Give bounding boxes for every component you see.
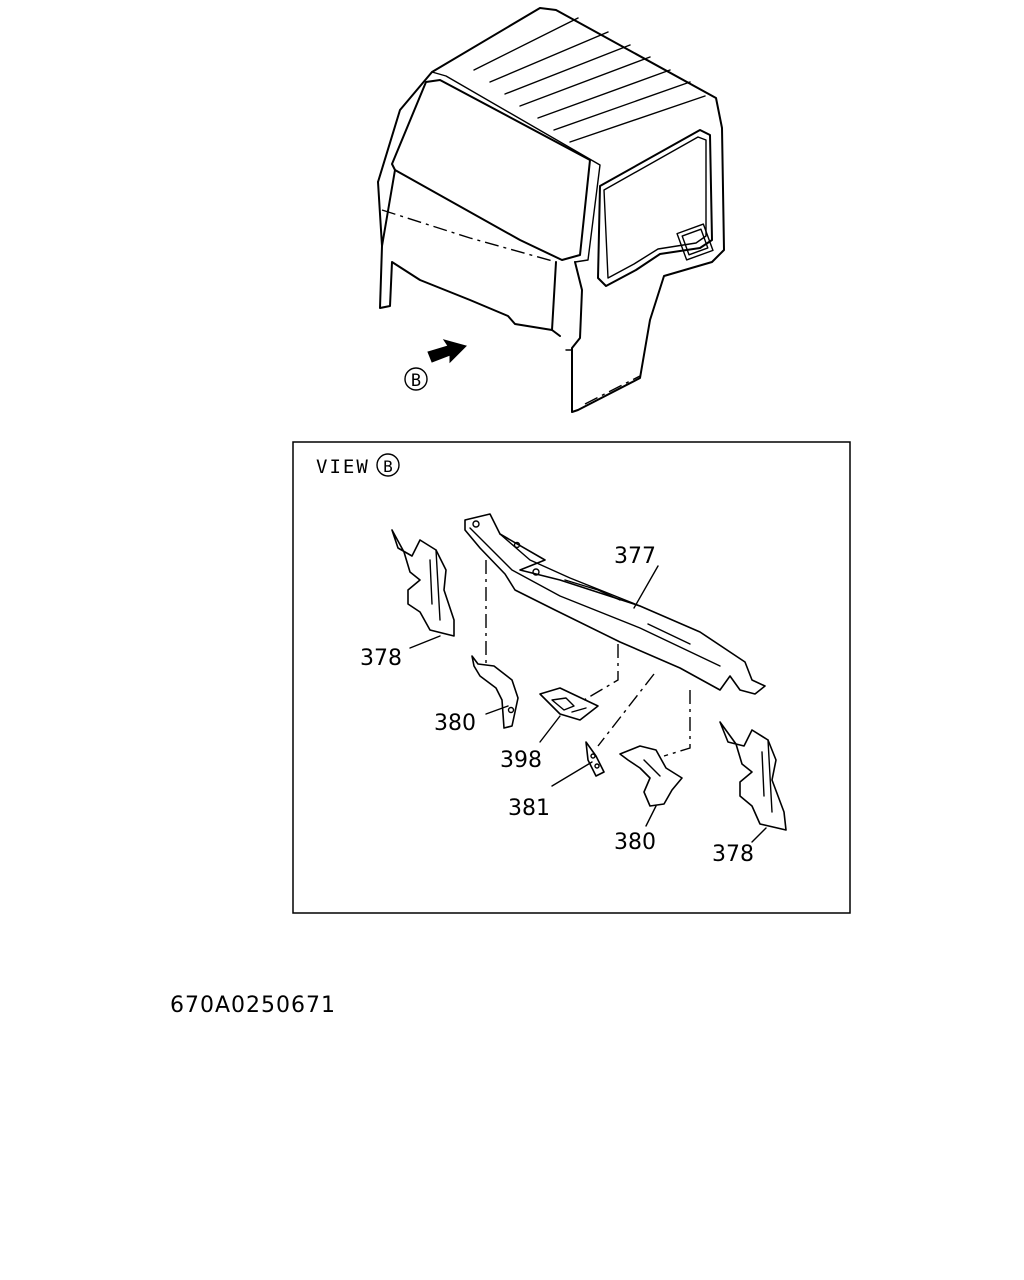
part-380-left-stay	[471, 655, 519, 729]
part-377-crossmember	[464, 513, 766, 695]
view-title-marker: B	[383, 457, 393, 476]
part-380-right-stay	[619, 745, 683, 807]
drawing-number: 670A0250671	[170, 993, 336, 1018]
part-378-left-bracket	[391, 529, 455, 637]
callout-378-right: 378	[712, 842, 754, 867]
assembly-lines	[485, 560, 691, 757]
callout-381: 381	[508, 796, 550, 821]
part-378-right-bracket	[719, 721, 787, 831]
callout-380-left: 380	[434, 711, 476, 736]
part-381-clip	[585, 741, 605, 777]
truck-cab-drawing: B	[377, 7, 725, 413]
leader-lines	[409, 565, 767, 843]
part-398-plate	[539, 687, 599, 721]
callout-380-right: 380	[614, 830, 656, 855]
view-marker: B	[411, 371, 421, 391]
callout-398: 398	[500, 748, 542, 773]
view-frame	[292, 441, 851, 914]
callout-378-left: 378	[360, 646, 402, 671]
callout-377: 377	[614, 544, 656, 569]
view-title: VIEW	[316, 456, 370, 478]
